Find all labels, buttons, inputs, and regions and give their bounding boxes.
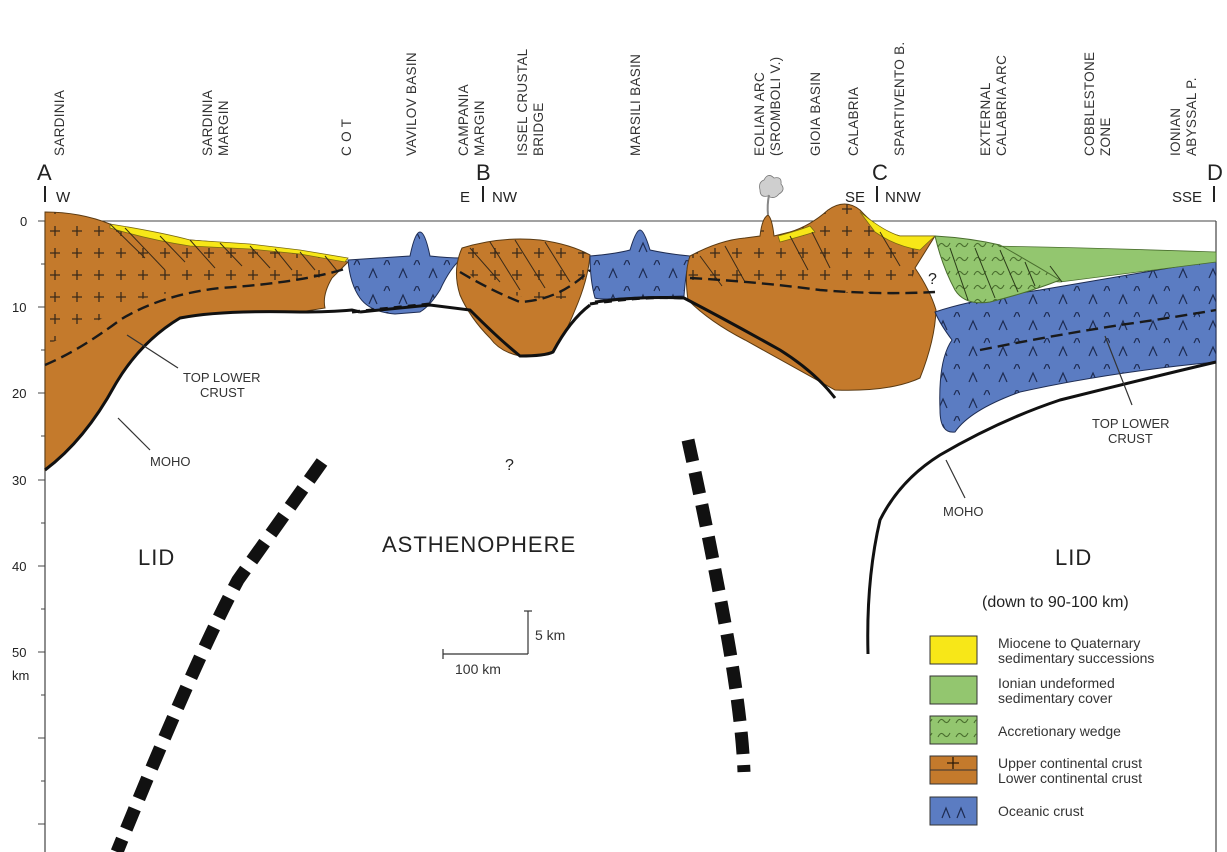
section-markers: A W B E NW C SE NNW D SSE [37, 160, 1223, 206]
region-label-eolian-arc: EOLIAN ARC(SROMBOLI V.) [752, 57, 783, 156]
region-label-gioia-basin: GIOIA BASIN [808, 72, 823, 156]
svg-text:Oceanic crust: Oceanic crust [998, 803, 1084, 819]
scale-horizontal-label: 100 km [455, 661, 501, 677]
region-label-marsili-basin: MARSILI BASIN [628, 54, 643, 156]
direction-e: E [460, 189, 470, 206]
annotation-moho-right: MOHO [943, 460, 983, 519]
point-b: B [476, 160, 491, 185]
direction-nw: NW [492, 189, 518, 206]
depth-unit-km: km [12, 668, 29, 683]
region-label-vavilov-basin: VAVILOV BASIN [404, 52, 419, 156]
depth-tick-40: 40 [12, 559, 26, 574]
direction-sse: SSE [1172, 189, 1202, 206]
lid-label-right: LID [1055, 545, 1092, 570]
depth-tick-0: 0 [20, 214, 27, 229]
lid-label-left: LID [138, 545, 175, 570]
direction-w: W [56, 189, 71, 206]
legend-item-oceanic-crust: Oceanic crust [930, 797, 1084, 825]
point-d: D [1207, 160, 1223, 185]
issel-crustal-bridge [456, 239, 590, 356]
depth-tick-30: 30 [12, 473, 26, 488]
asthenosphere-label: ASTHENOPHERE [382, 532, 576, 557]
region-label-cot: C O T [339, 119, 354, 156]
calabria-continental-block [686, 204, 936, 390]
sardinia-continental-block [45, 212, 348, 470]
region-label-sardinia: SARDINIA [52, 90, 67, 156]
direction-se: SE [845, 189, 865, 206]
volcano-icon [760, 175, 784, 215]
point-a: A [37, 160, 52, 185]
svg-text:MOHO: MOHO [150, 454, 190, 469]
direction-nnw: NNW [885, 189, 922, 206]
region-label-sardinia-margin: SARDINIAMARGIN [200, 90, 231, 156]
region-label-campania-margin: CAMPANIAMARGIN [456, 84, 487, 156]
lid-depth-note: (down to 90-100 km) [982, 594, 1129, 611]
region-label-ionian-abyssal-plain: IONIANABYSSAL P. [1168, 77, 1199, 156]
legend-item-accretionary-wedge: Accretionary wedge [930, 716, 1121, 744]
svg-text:Accretionary wedge: Accretionary wedge [998, 723, 1121, 739]
depth-tick-10: 10 [12, 300, 26, 315]
scale-bar: 5 km 100 km [443, 611, 565, 677]
svg-text:MOHO: MOHO [943, 504, 983, 519]
region-label-external-calabria-arc: EXTERNALCALABRIA ARC [978, 55, 1009, 156]
region-label-cobblestone-zone: COBBLESTONEZONE [1082, 52, 1113, 156]
point-c: C [872, 160, 888, 185]
region-label-issel-crustal-bridge: ISSEL CRUSTALBRIDGE [515, 48, 546, 156]
depth-tick-50: 50 [12, 645, 26, 660]
region-labels: SARDINIA SARDINIAMARGIN C O T VAVILOV BA… [52, 42, 1199, 156]
question-mark-center: ? [505, 457, 514, 474]
region-label-spartivento-basin: SPARTIVENTO B. [892, 42, 907, 156]
annotation-moho-left: MOHO [118, 418, 190, 469]
depth-axis [38, 221, 45, 824]
depth-tick-20: 20 [12, 386, 26, 401]
question-mark-right: ? [928, 271, 937, 288]
region-label-calabria: CALABRIA [846, 87, 861, 156]
lithosphere-asthenosphere-boundaries [117, 440, 744, 852]
scale-vertical-label: 5 km [535, 627, 565, 643]
